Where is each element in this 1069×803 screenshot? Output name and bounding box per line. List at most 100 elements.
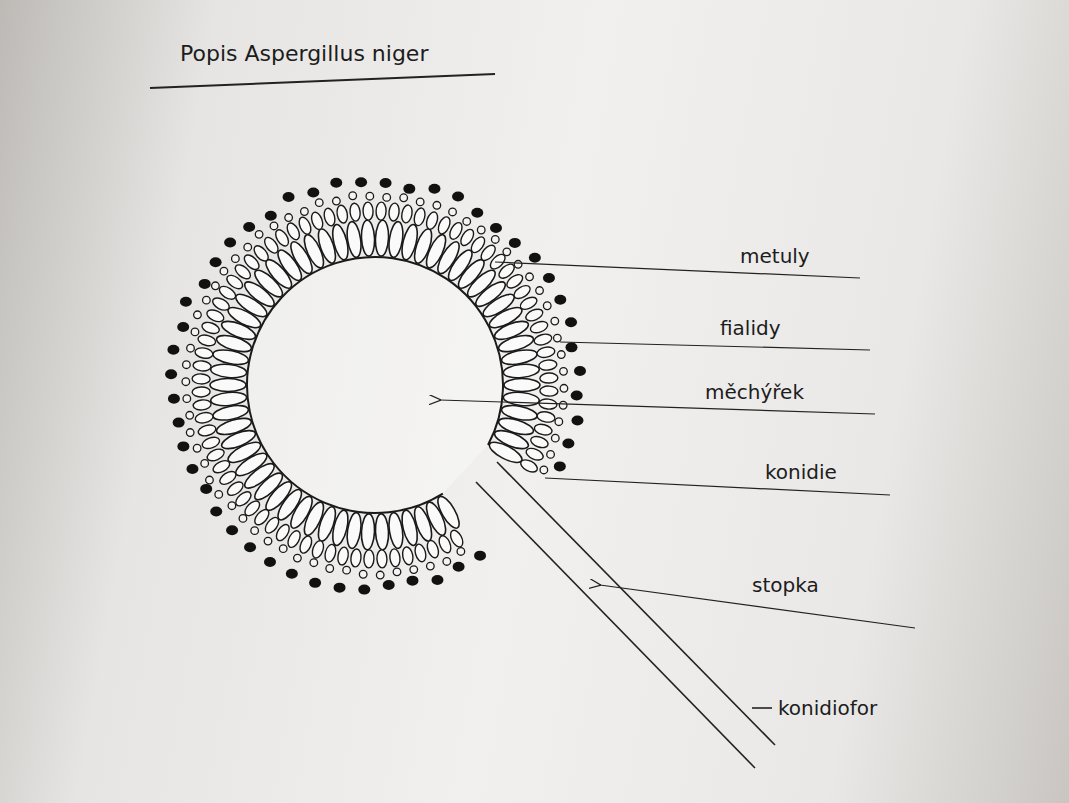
dark-conidium	[186, 464, 198, 474]
conidium	[326, 565, 334, 573]
dark-conidium	[355, 177, 367, 187]
conidium	[449, 208, 457, 216]
dark-conidium	[334, 583, 346, 593]
conidium	[427, 562, 435, 570]
conidium	[279, 545, 287, 553]
conidium	[560, 368, 568, 376]
dark-conidium	[286, 569, 298, 579]
conidium	[349, 192, 357, 200]
part-label: metuly	[740, 244, 810, 268]
title-underline	[150, 74, 495, 88]
metula-cell	[487, 438, 525, 466]
conidium	[264, 537, 272, 545]
phialide-cell	[425, 539, 440, 559]
phialide-cell	[197, 333, 217, 347]
phialide-cell	[194, 347, 214, 360]
conidium	[491, 236, 499, 244]
conidium	[228, 502, 236, 510]
phialide-cell	[529, 319, 549, 334]
conidium	[359, 570, 367, 578]
conidium	[343, 566, 351, 574]
phialide-cell	[437, 534, 453, 555]
metula-cell	[210, 391, 247, 407]
conidium	[463, 218, 471, 226]
dark-conidium	[358, 585, 370, 595]
conidium	[526, 273, 534, 281]
conidium	[443, 558, 451, 566]
phialide-cell	[376, 202, 387, 220]
dark-conidium	[452, 191, 464, 201]
phialide-cell	[193, 399, 212, 411]
conidium	[182, 378, 190, 386]
conidium	[315, 199, 323, 207]
dark-conidium	[177, 441, 189, 451]
phialide-cell	[205, 447, 226, 463]
conidium	[547, 451, 555, 459]
dark-conidium	[168, 394, 180, 404]
dark-conidium	[453, 562, 465, 572]
dark-conidium	[554, 461, 566, 471]
conidium	[186, 429, 194, 437]
dark-conidium	[265, 211, 277, 221]
conidium	[433, 202, 441, 210]
dark-conidium	[180, 297, 192, 307]
conidium	[187, 344, 195, 352]
part-label: konidiofor	[778, 696, 877, 720]
conidium	[270, 222, 278, 230]
phialide-cell	[529, 434, 549, 449]
phialide-cell	[524, 307, 545, 323]
dark-conidium	[428, 184, 440, 194]
conidium	[503, 248, 511, 256]
conidium	[560, 384, 568, 392]
conidium	[383, 194, 391, 202]
conidium	[540, 466, 548, 474]
conidium	[366, 192, 374, 200]
metula-cell	[210, 363, 247, 379]
stalk-line	[476, 482, 755, 768]
phialide-cell	[337, 546, 350, 566]
phialide-cell	[536, 346, 556, 359]
metula-cell	[503, 363, 540, 379]
conidium	[215, 491, 223, 499]
dark-conidium	[210, 506, 222, 516]
phialide-cell	[533, 422, 553, 436]
dark-conidium	[283, 192, 295, 202]
conidium	[183, 395, 191, 403]
phialide-cell	[377, 550, 388, 568]
phialide-cell	[192, 374, 210, 385]
dark-conidium	[490, 223, 502, 233]
conidium	[376, 571, 384, 579]
dark-conidium	[243, 222, 255, 232]
conidium	[294, 554, 302, 562]
dark-conidium	[571, 415, 583, 425]
conidium	[543, 302, 551, 310]
conidium	[186, 411, 194, 419]
dark-conidium	[226, 525, 238, 535]
conidium	[400, 194, 408, 202]
conidium	[220, 267, 228, 275]
phialide-cell	[389, 548, 401, 567]
metula-cell	[361, 220, 376, 257]
phialide-cell	[364, 550, 375, 568]
dark-conidium	[574, 366, 586, 376]
phialide-cell	[424, 210, 439, 230]
conidium	[201, 460, 209, 468]
metula-cell	[504, 379, 540, 392]
dark-conidium	[474, 551, 486, 561]
phialide-cell	[197, 423, 217, 437]
metula-cell	[375, 514, 390, 551]
dark-conidium	[224, 237, 236, 247]
dark-conidium	[565, 342, 577, 352]
dark-conidium	[167, 345, 179, 355]
part-label: stopka	[752, 573, 819, 597]
phialide-cell	[533, 332, 553, 346]
dark-conidium	[244, 542, 256, 552]
phialide-cell	[412, 207, 426, 227]
phialide-cell	[536, 410, 556, 423]
conidium	[193, 444, 201, 452]
conidium	[251, 527, 259, 535]
dark-conidium	[199, 279, 211, 289]
conidium	[416, 198, 424, 206]
dark-conidium	[330, 178, 342, 188]
